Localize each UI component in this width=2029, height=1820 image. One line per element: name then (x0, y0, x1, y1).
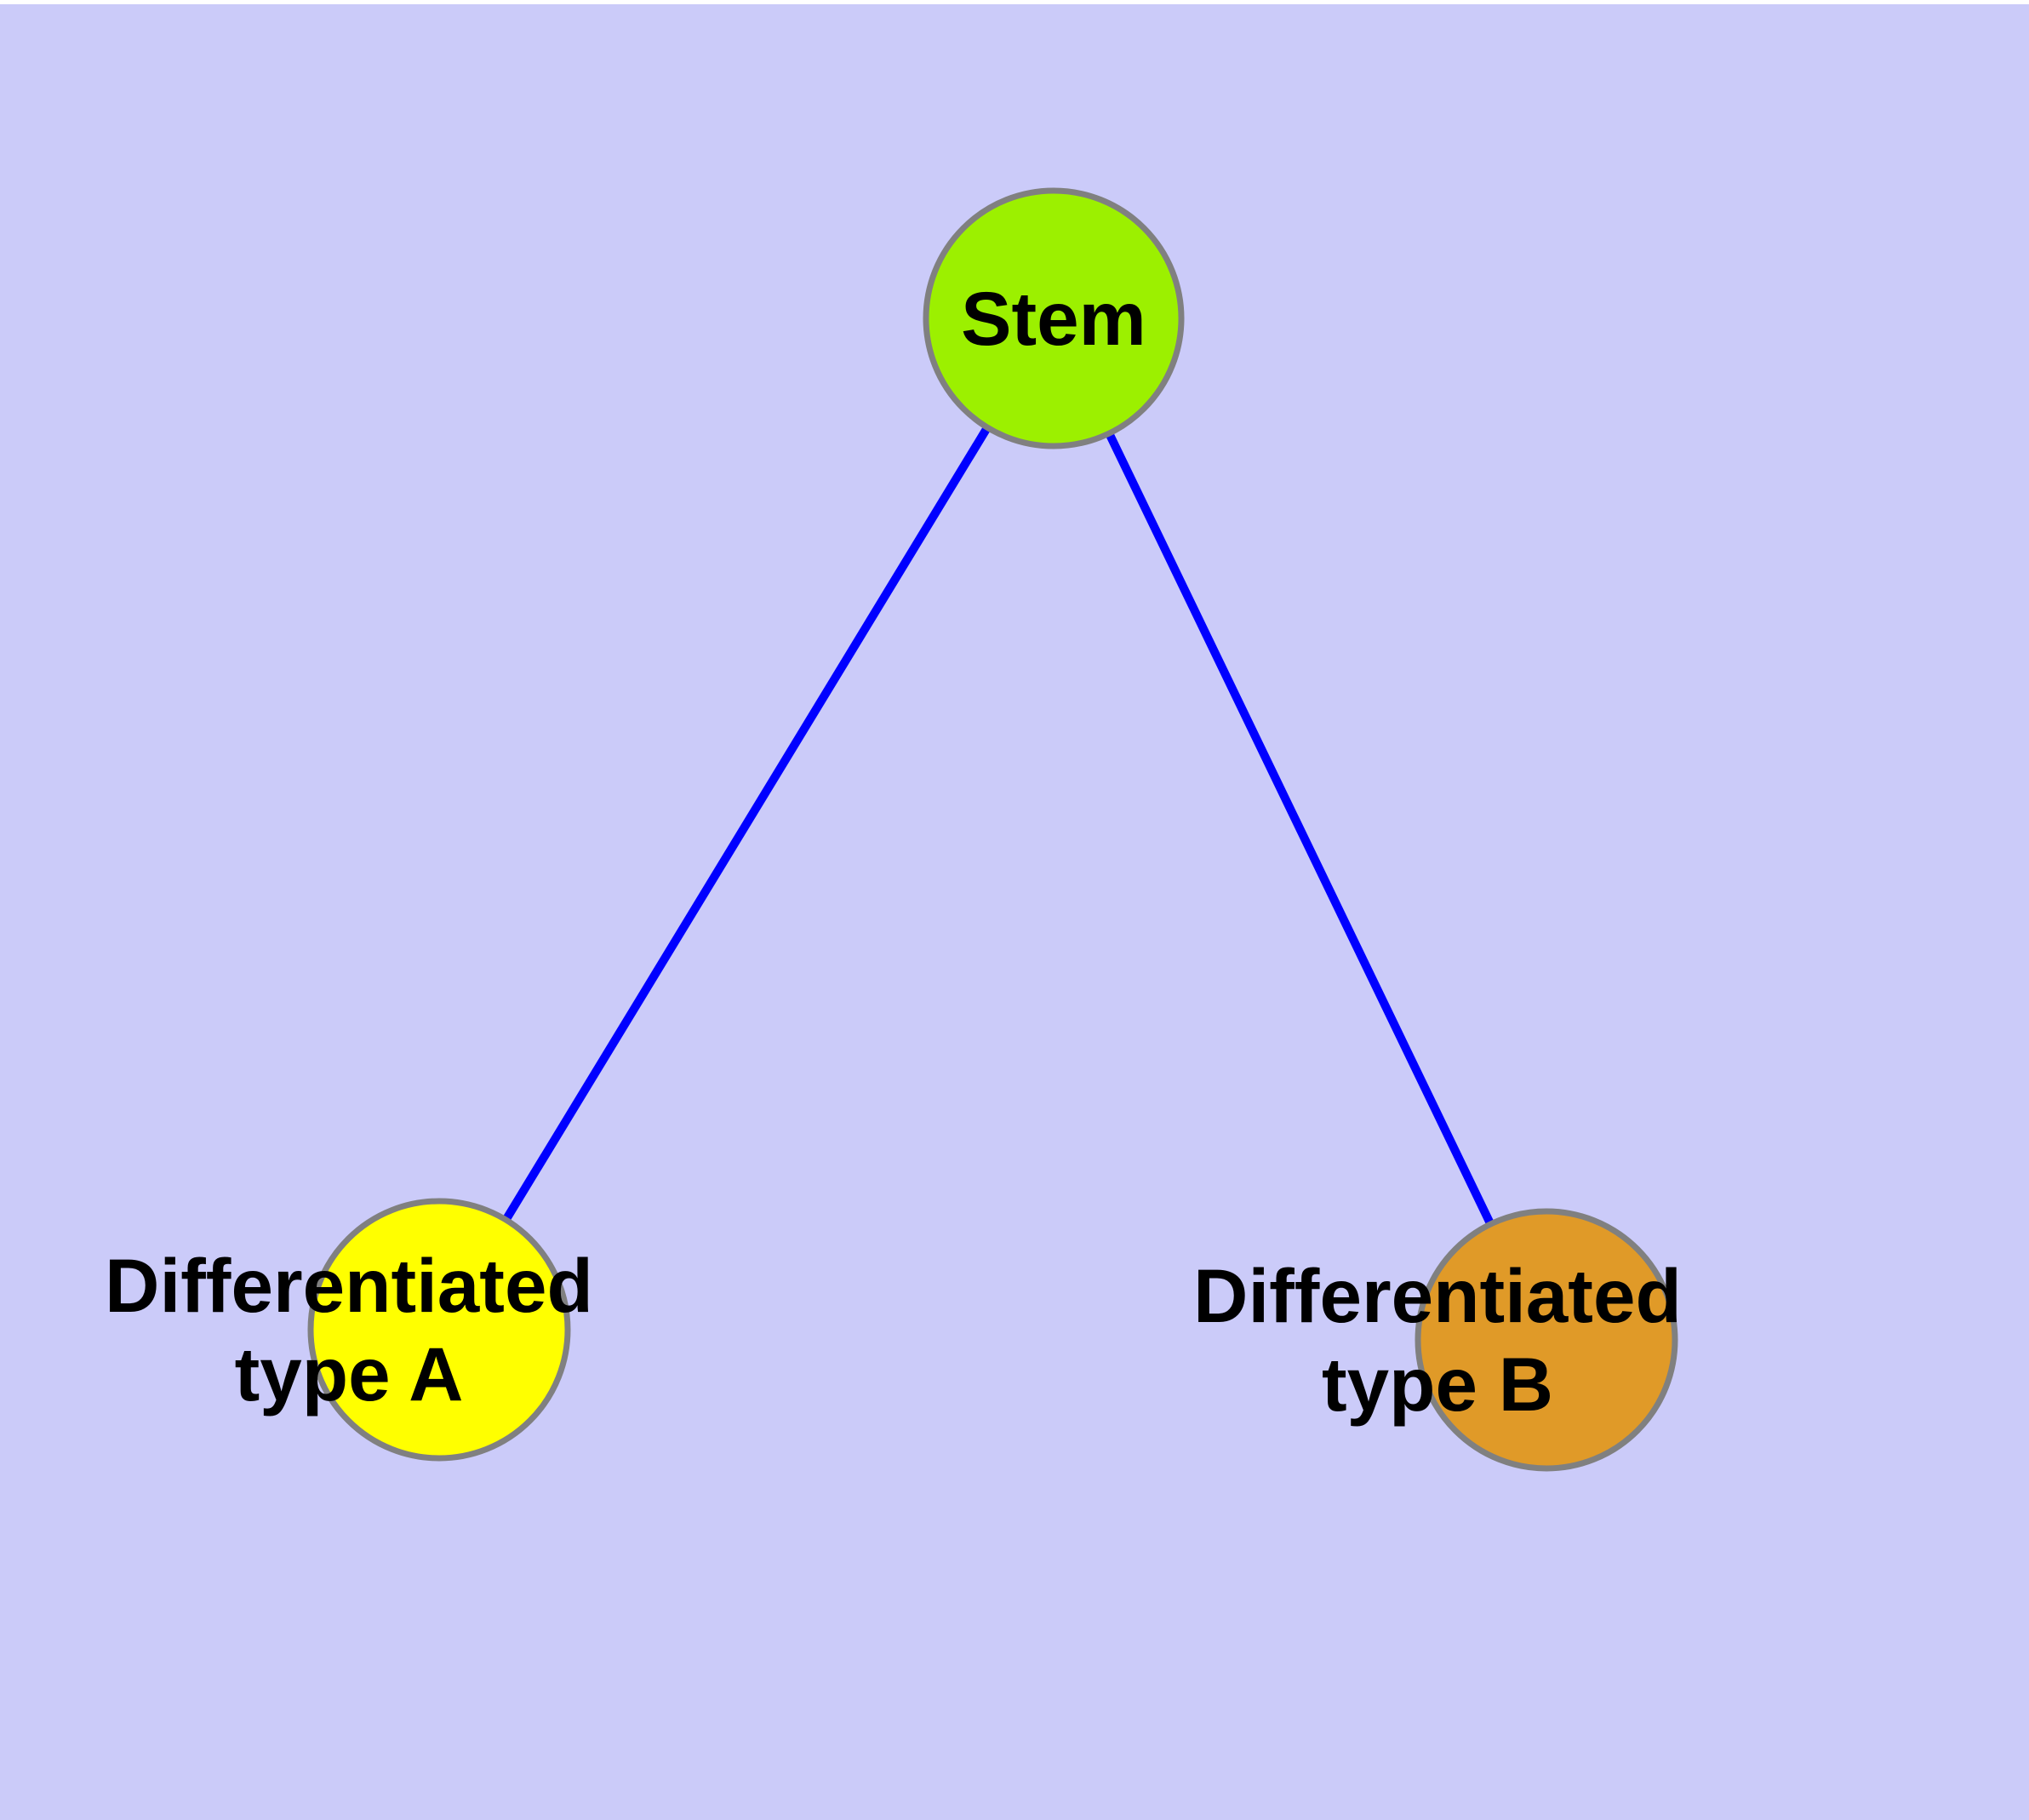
node-label-line: Stem (961, 276, 1146, 361)
node-label-line: type A (235, 1331, 464, 1417)
graph-edge-stem-to-a[interactable] (435, 316, 1058, 1332)
node-circle-stem[interactable] (923, 187, 1185, 449)
node-label-stem: Stem (961, 276, 1146, 361)
top-margin-strip (0, 0, 2029, 4)
node-label-line: Differentiated (105, 1243, 593, 1328)
graph-node-diff-b[interactable] (1415, 1208, 1678, 1472)
graph-node-diff-a[interactable] (307, 1198, 571, 1462)
node-label-line: type B (1322, 1342, 1553, 1427)
edge-layer (435, 316, 1551, 1342)
graph-node-stem[interactable] (923, 187, 1185, 449)
node-circle-diff-b[interactable] (1415, 1208, 1678, 1472)
node-layer (307, 187, 1678, 1472)
graph-edge-stem-to-b[interactable] (1049, 316, 1551, 1342)
node-circle-diff-a[interactable] (307, 1198, 571, 1462)
node-label-line: Differentiated (1193, 1253, 1682, 1338)
